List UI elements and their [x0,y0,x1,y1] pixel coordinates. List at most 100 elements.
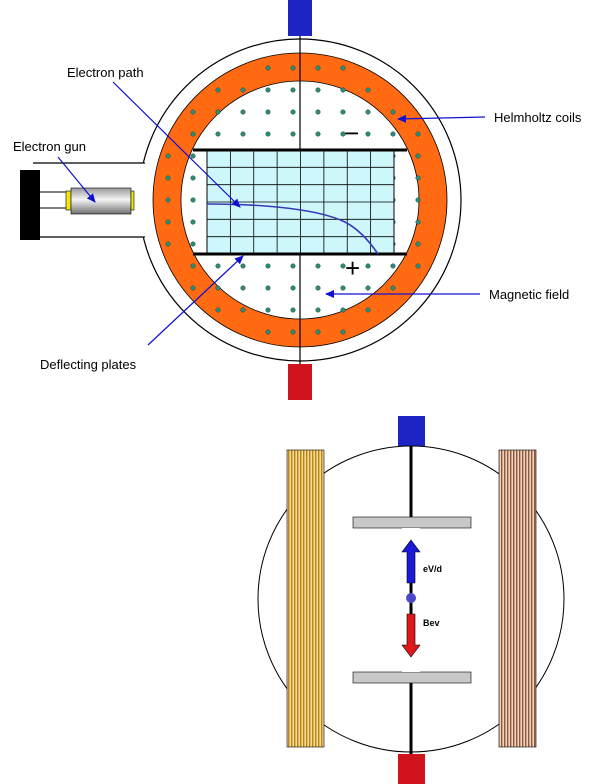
field-dot [340,109,346,115]
label-deflecting-plates: Deflecting plates [40,357,137,372]
field-dot [165,241,171,247]
field-dot [290,87,296,93]
field-dot [415,153,421,159]
field-dot [340,87,346,93]
field-dot [240,285,246,291]
field-dot [340,131,346,137]
left-coil-plate [286,449,325,748]
field-dot [215,87,221,93]
field-dot [315,285,321,291]
field-dot [365,307,371,313]
field-dot [365,87,371,93]
field-dot [215,307,221,313]
field-dot [240,263,246,269]
field-dot [415,219,421,225]
field-dot [190,109,196,115]
label-helmholtz-coils: Helmholtz coils [494,110,582,125]
field-dot [190,153,196,159]
label-electron-path: Electron path [67,65,144,80]
field-dot [415,175,421,181]
field-dot [265,65,271,71]
field-dot [215,131,221,137]
arrow-deflecting-plates [147,255,244,346]
field-dot [390,109,396,115]
field-dot [190,241,196,247]
field-dot [315,65,321,71]
field-dot [340,65,346,71]
field-dot [365,109,371,115]
field-dot [340,263,346,269]
field-dot [215,285,221,291]
field-dot [265,131,271,137]
field-dot [265,329,271,335]
bottom-apparatus: eV/d Bev [257,416,565,784]
field-dot [165,175,171,181]
arrow-electron-gun [57,156,96,203]
label-electron-gun: Electron gun [13,139,86,154]
field-dot [190,197,196,203]
callout-arrows [57,81,486,346]
field-dot [415,131,421,137]
field-dot [190,263,196,269]
field-dot [290,307,296,313]
magnetic-force-arrow [401,613,421,658]
field-dot [240,131,246,137]
field-dot [215,109,221,115]
field-dot [365,285,371,291]
field-dot [265,263,271,269]
label-magnetic-field: Magnetic field [489,287,569,302]
arrow-electron-path [112,81,241,208]
field-dot [340,329,346,335]
field-dot [315,87,321,93]
field-dot [190,285,196,291]
field-dot [240,87,246,93]
bottom-lower-plate [352,671,472,684]
right-coil-plate [498,449,537,748]
field-dot [165,219,171,225]
field-dot [290,65,296,71]
top-pole-south [288,364,312,400]
field-dot [265,87,271,93]
field-dot [290,263,296,269]
field-dot [415,241,421,247]
field-dot [390,285,396,291]
bottom-pole-south [398,754,425,784]
electron-dot [406,593,416,603]
field-dot [165,197,171,203]
field-dot [165,153,171,159]
field-dot [415,197,421,203]
field-dot [340,285,346,291]
field-dot [215,263,221,269]
field-dot [190,219,196,225]
field-dot [290,131,296,137]
field-dot [315,307,321,313]
field-dot [415,263,421,269]
field-dot [290,329,296,335]
field-dot [265,109,271,115]
field-dot [365,131,371,137]
field-dot [240,307,246,313]
field-dot [390,131,396,137]
minus-sign: − [344,118,359,148]
electric-force-label: eV/d [423,564,442,574]
field-dot [265,285,271,291]
field-dot [315,263,321,269]
top-pole-north [288,0,312,36]
electric-force-arrow [401,539,421,584]
field-dot [290,109,296,115]
field-dot [190,175,196,181]
bottom-upper-plate [352,516,472,529]
electron-path-curve [206,203,379,255]
field-dot [190,131,196,137]
bottom-pole-north [398,416,425,446]
plus-sign: + [345,253,360,283]
field-dot [315,131,321,137]
top-apparatus: − + Electron path Electron gun Helmholtz… [13,0,582,400]
arrow-helmholtz-coils [397,114,486,123]
field-dot [290,285,296,291]
field-dot [365,263,371,269]
field-dot [315,109,321,115]
field-dot [340,307,346,313]
field-dot [240,109,246,115]
